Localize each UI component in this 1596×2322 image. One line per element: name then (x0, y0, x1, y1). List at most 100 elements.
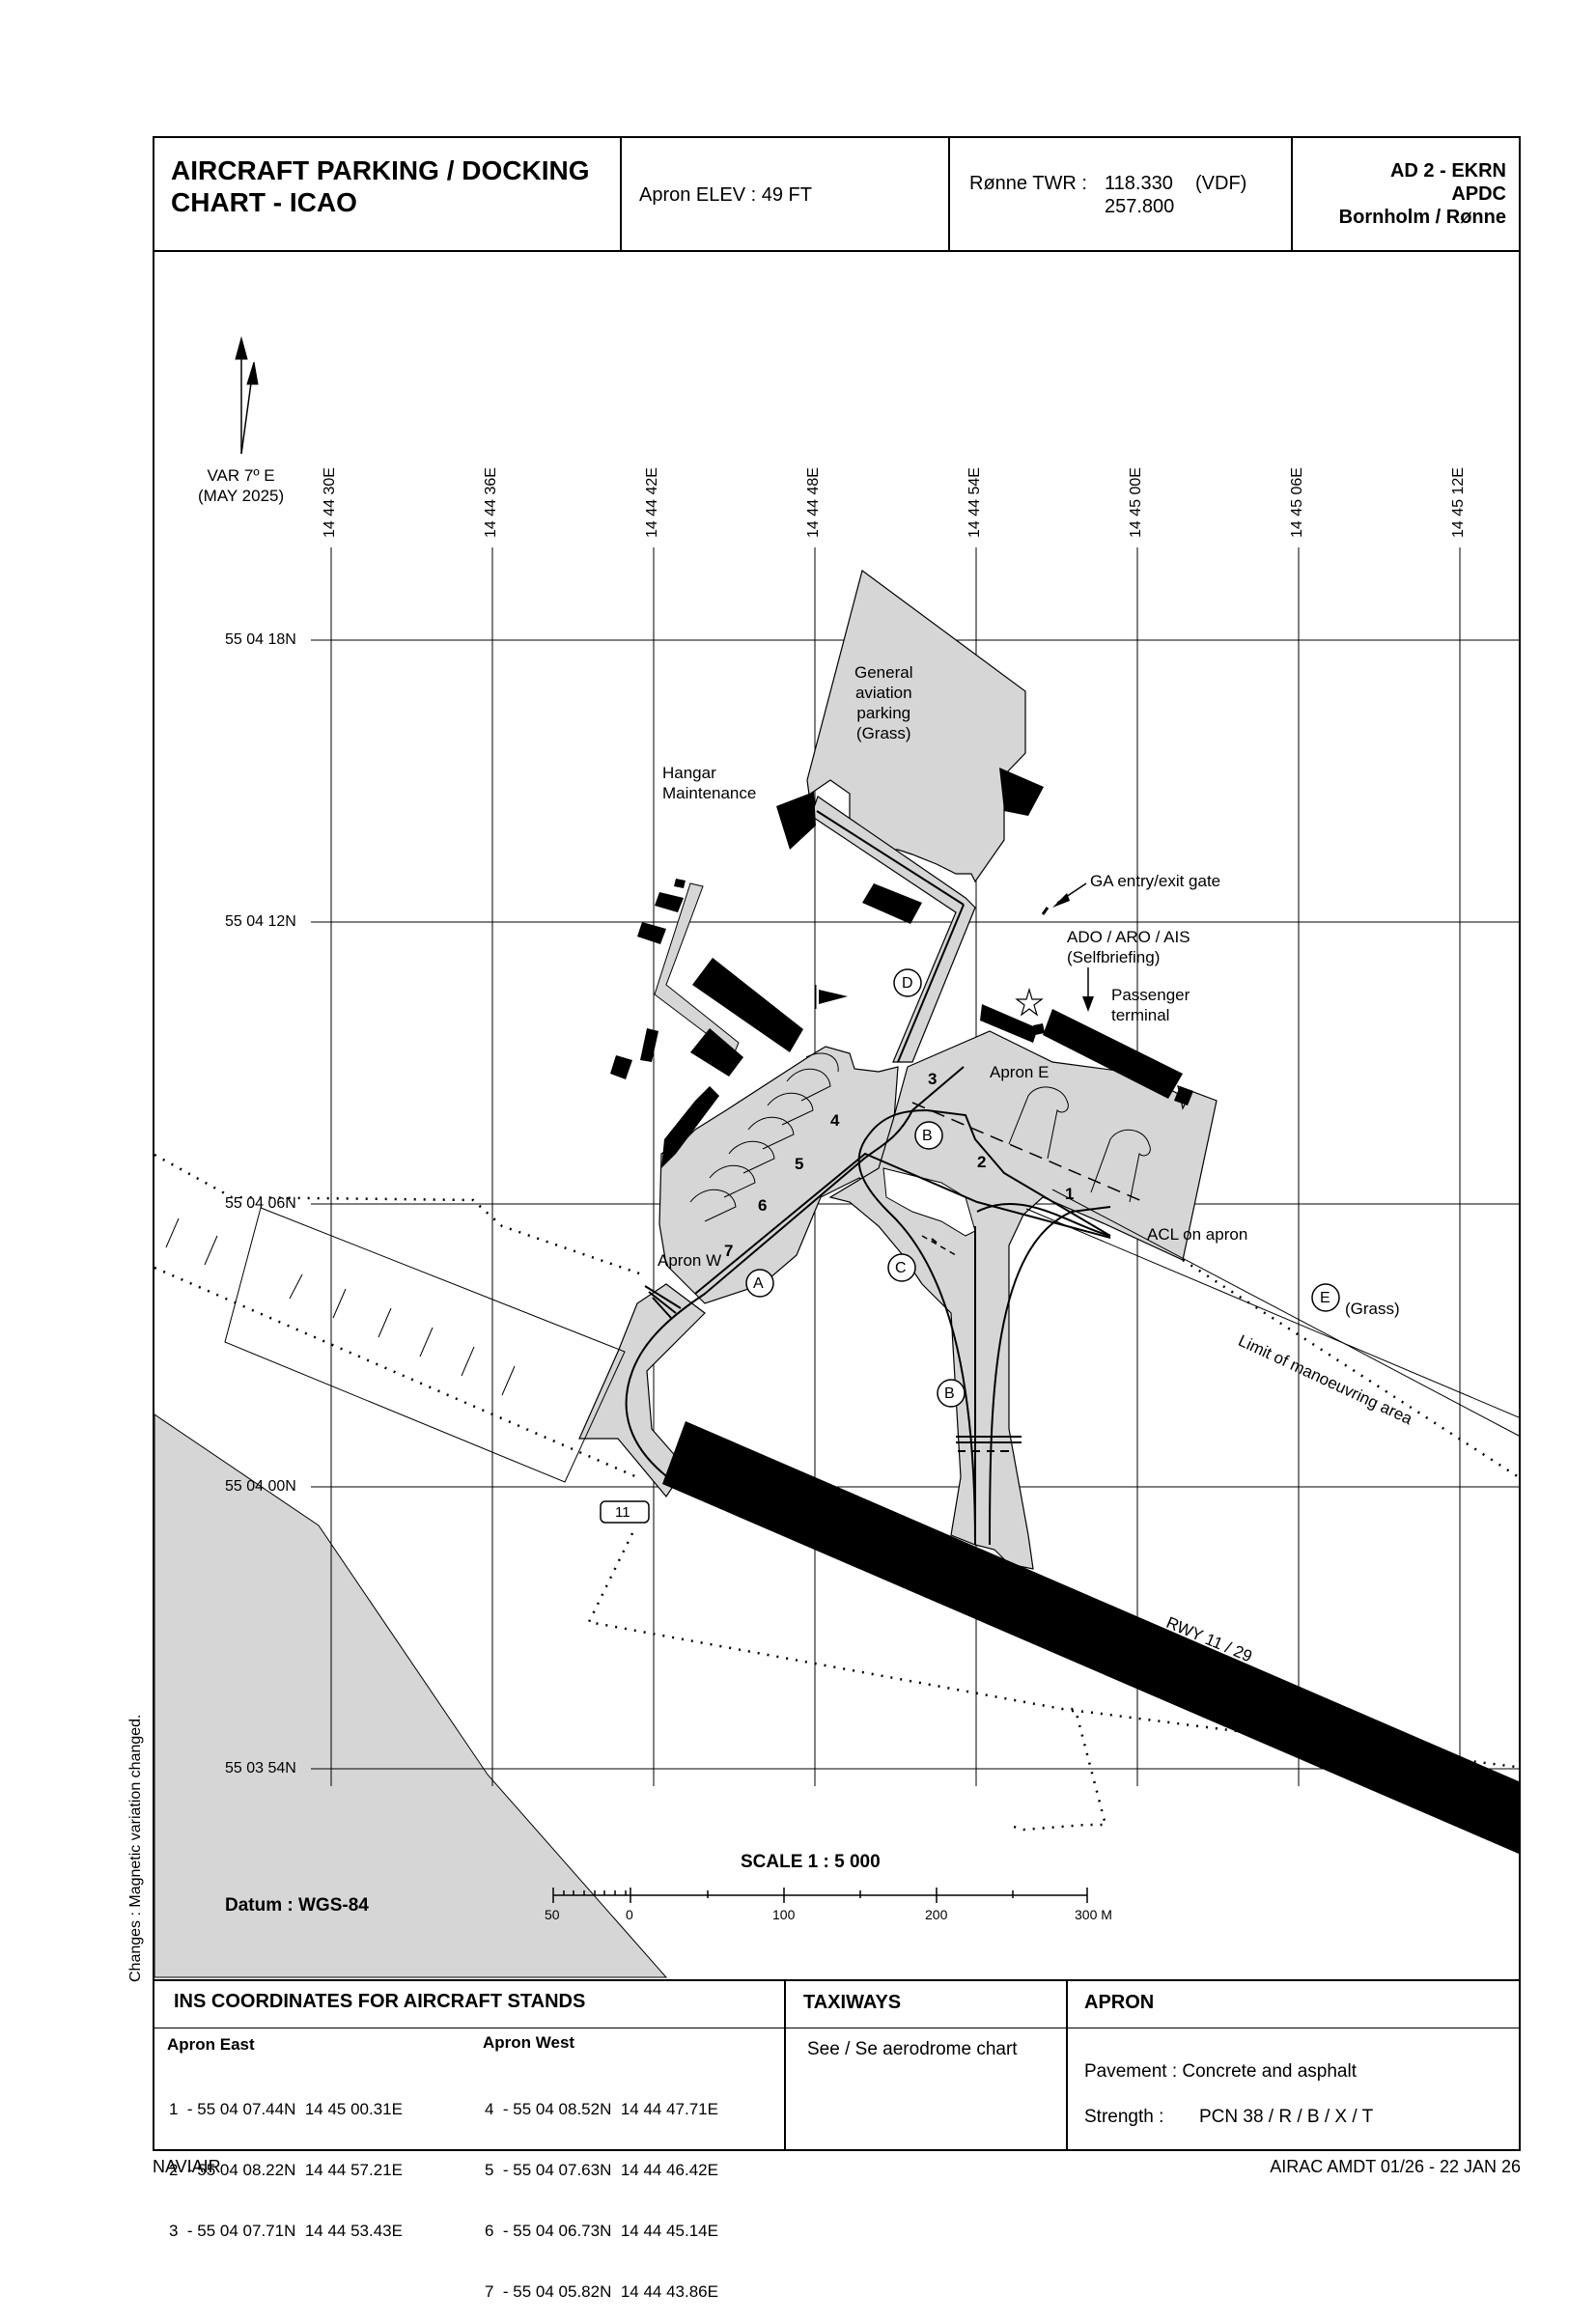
chart-ref-line3: Bornholm / Rønne (1338, 207, 1506, 228)
changes-note: Changes : Magnetic variation changed. (127, 1714, 144, 1982)
apron-west-list: 4 - 55 04 08.52N 14 44 47.71E 5 - 55 04 … (485, 2058, 718, 2322)
chart-title-line2: CHART - ICAO (171, 187, 357, 217)
pavement-text: Pavement : Concrete and asphalt (1084, 2061, 1358, 2082)
ga-parking-line: aviation (854, 684, 912, 702)
north-arrow (235, 336, 259, 455)
longitude-label: 14 44 54E (966, 467, 983, 538)
latitude-label: 55 04 18N (225, 631, 296, 648)
longitude-label: 14 44 36E (483, 467, 499, 538)
stand-number: 6 (758, 1196, 768, 1215)
stand-number: 1 (1065, 1185, 1075, 1203)
chart-reference: AD 2 - EKRN APDC Bornholm / Rønne (1339, 159, 1506, 229)
stand-coordinate: 4 - 55 04 08.52N 14 44 47.71E (485, 2100, 718, 2118)
grass-marks (165, 1217, 516, 1396)
scale-tick: 0 (626, 1907, 633, 1922)
header-col-divider-3 (1291, 136, 1293, 251)
ga-parking-line: parking (856, 704, 911, 722)
terminal-line: Passenger (1111, 986, 1190, 1004)
stand-coordinate: 1 - 55 04 07.44N 14 45 00.31E (169, 2100, 403, 2118)
magnetic-variation-value: VAR 7º E (207, 466, 275, 485)
latitude-label: 55 04 06N (225, 1195, 296, 1212)
apron-e-label: Apron E (990, 1063, 1050, 1081)
footer-amendment: AIRAC AMDT 01/26 - 22 JAN 26 (1270, 2157, 1521, 2176)
apron-w-label: Apron W (658, 1251, 722, 1270)
apron-e-stands (1008, 1086, 1151, 1203)
terminal-line: terminal (1111, 1006, 1170, 1024)
scale-tick: 50 (545, 1907, 560, 1922)
longitude-label: 14 45 06E (1289, 467, 1305, 538)
chart-ref-line2: APDC (1451, 183, 1506, 205)
longitude-label: 14 45 12E (1450, 467, 1467, 538)
runway-strip (224, 1189, 1519, 1483)
ga-gate-label: GA entry/exit gate (1090, 872, 1221, 890)
chart-ref-line1: AD 2 - EKRN (1389, 160, 1506, 182)
taxiway-label: D (902, 975, 913, 992)
ga-parking-label: General aviation parking (Grass) (854, 662, 912, 743)
latitude-label: 55 03 54N (225, 1760, 296, 1776)
longitude-label: 14 45 00E (1128, 467, 1144, 538)
twr-frequency-2: 257.800 (1105, 196, 1175, 217)
chart-frame (153, 136, 1521, 2151)
twr-frequency-1: 118.330 (1105, 173, 1173, 194)
latitude-label: 55 04 12N (225, 913, 296, 930)
stand-coordinate: 6 - 55 04 06.73N 14 44 45.14E (485, 2222, 718, 2240)
magnetic-variation-date: (MAY 2025) (198, 487, 285, 505)
terminal-label: Passenger terminal (1111, 985, 1190, 1025)
apron-east-list: 1 - 55 04 07.44N 14 45 00.31E 2 - 55 04 … (169, 2058, 403, 2261)
bottom-col-divider-2 (1066, 1979, 1068, 2151)
scale-bar (552, 1888, 1088, 1903)
terrain-area (154, 1413, 668, 1978)
runway-11-29 (662, 1421, 1519, 1854)
stand-number: 5 (795, 1155, 804, 1173)
taxiway-label: C (895, 1260, 907, 1276)
bottom-col-divider-1 (784, 1979, 786, 2151)
holding-bars (644, 1238, 1022, 1452)
apron-w-stands (689, 1052, 839, 1222)
holding-point-label: 11 (615, 1504, 630, 1521)
longitude-label: 14 44 42E (644, 467, 660, 538)
apron-west-title: Apron West (483, 2033, 575, 2052)
stand-coordinate: 2 - 55 04 08.22N 14 44 57.21E (169, 2161, 403, 2179)
magnetic-variation: VAR 7º E (MAY 2025) (198, 465, 284, 506)
grass-label: (Grass) (1345, 1300, 1400, 1318)
scale-title: SCALE 1 : 5 000 (741, 1852, 881, 1872)
latitude-label: 55 04 00N (225, 1478, 296, 1495)
hangar-line: Maintenance (662, 784, 757, 802)
longitude-label: 14 44 48E (805, 467, 822, 538)
header-col-divider-2 (948, 136, 950, 251)
stand-coordinate: 3 - 55 04 07.71N 14 44 53.43E (169, 2222, 403, 2240)
chart-title: AIRCRAFT PARKING / DOCKING CHART - ICAO (171, 154, 589, 218)
scale-tick: 200 (925, 1907, 948, 1922)
stand-coordinate: 5 - 55 04 07.63N 14 44 46.42E (485, 2161, 718, 2179)
bottom-divider (153, 1979, 1521, 1981)
apron-east-title: Apron East (167, 2035, 255, 2054)
buildings (610, 768, 1193, 1168)
star-icon (1015, 987, 1044, 1017)
apron-east (828, 1030, 1218, 1570)
taxiways-text: See / Se aerodrome chart (807, 2039, 1018, 2059)
taxi-centerlines (625, 1066, 1111, 1546)
ga-parking-line: (Grass) (855, 724, 911, 742)
taxiway-label: A (753, 1275, 764, 1292)
header-col-divider-1 (620, 136, 622, 251)
twr-label: Rønne TWR : (969, 173, 1087, 194)
taxiway-circles (745, 968, 1340, 1408)
header-divider (153, 250, 1521, 252)
apron-elevation: Apron ELEV : 49 FT (639, 184, 812, 206)
stand-number: 7 (724, 1242, 734, 1260)
aerodrome-map (154, 336, 1519, 1978)
longitude-label: 14 44 30E (322, 467, 338, 538)
acl-label: ACL on apron (1147, 1225, 1248, 1244)
manoeuvring-limit (154, 1153, 1519, 1832)
stand-number: 3 (928, 1070, 938, 1088)
stand-coordinate: 7 - 55 04 05.82N 14 44 43.86E (485, 2282, 718, 2301)
taxiway-label: E (1320, 1290, 1330, 1306)
stand-number: 4 (830, 1111, 840, 1130)
ado-line: ADO / ARO / AIS (1067, 928, 1190, 946)
stand-number: 2 (977, 1153, 987, 1171)
ga-parking-line: General (854, 663, 913, 682)
datum-label: Datum : WGS-84 (225, 1895, 369, 1916)
footer-publisher: NAVIAIR (153, 2157, 221, 2176)
ga-link (810, 796, 976, 1063)
hangar-label: Hangar Maintenance (662, 763, 756, 803)
